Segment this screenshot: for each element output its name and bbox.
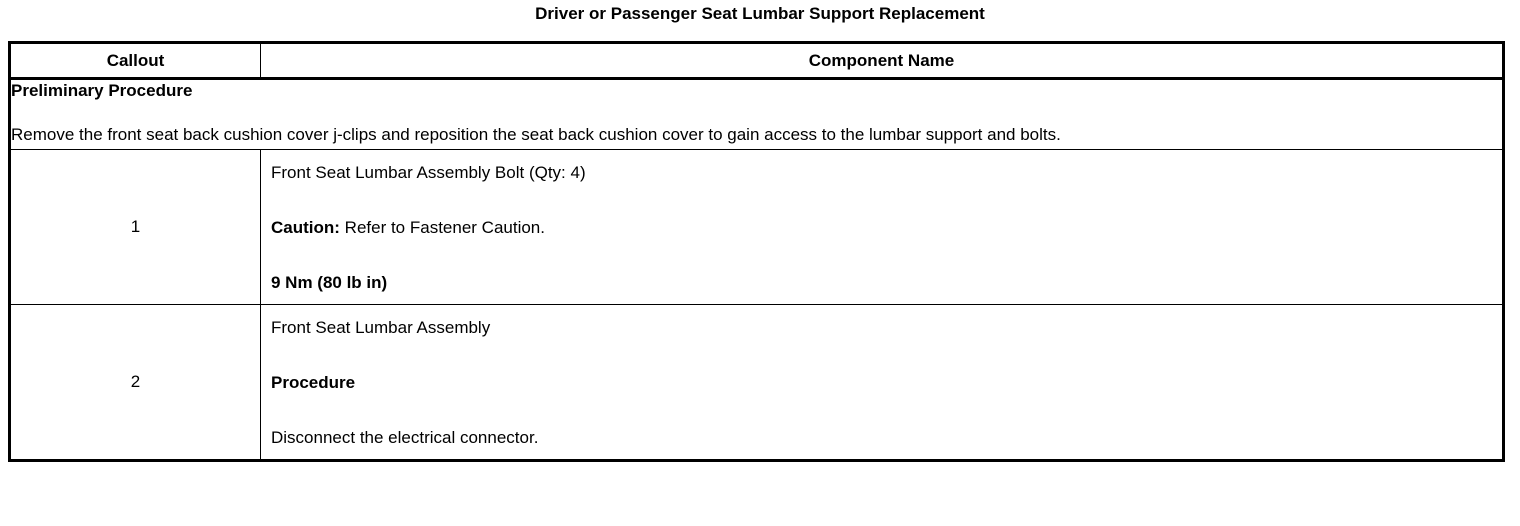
page-title: Driver or Passenger Seat Lumbar Support … xyxy=(535,4,985,23)
column-header-component-name: Component Name xyxy=(260,42,1504,80)
preliminary-procedure-body: Remove the front seat back cushion cover… xyxy=(11,125,1061,144)
component-line: Front Seat Lumbar Assembly Bolt (Qty: 4) xyxy=(271,163,586,182)
procedure-step: Disconnect the electrical connector. xyxy=(271,428,539,447)
component-caution-line: Caution: Refer to Fastener Caution. xyxy=(271,217,1496,239)
preliminary-procedure-heading: Preliminary Procedure xyxy=(11,81,193,100)
torque-specification: 9 Nm (80 lb in) xyxy=(271,273,388,292)
procedure-label: Procedure xyxy=(271,373,356,392)
component-line: Front Seat Lumbar Assembly xyxy=(271,318,491,337)
preliminary-procedure-cell: Preliminary Procedure Remove the front s… xyxy=(9,78,1504,150)
preliminary-procedure-row: Preliminary Procedure Remove the front s… xyxy=(9,78,1504,150)
table-row: 1 Front Seat Lumbar Assembly Bolt (Qty: … xyxy=(9,149,1504,305)
procedure-table: Callout Component Name Preliminary Proce… xyxy=(8,41,1505,462)
callout-number: 1 xyxy=(9,149,261,305)
table-row: 2 Front Seat Lumbar Assembly Procedure D… xyxy=(9,304,1504,461)
caution-text: Refer to Fastener Caution. xyxy=(339,218,545,237)
callout-number: 2 xyxy=(9,304,261,461)
component-description: Front Seat Lumbar Assembly Bolt (Qty: 4)… xyxy=(260,149,1504,305)
caution-label: Caution: xyxy=(271,218,340,237)
column-header-callout: Callout xyxy=(9,42,261,80)
table-header-row: Callout Component Name xyxy=(9,42,1504,80)
component-description: Front Seat Lumbar Assembly Procedure Dis… xyxy=(261,305,1504,461)
